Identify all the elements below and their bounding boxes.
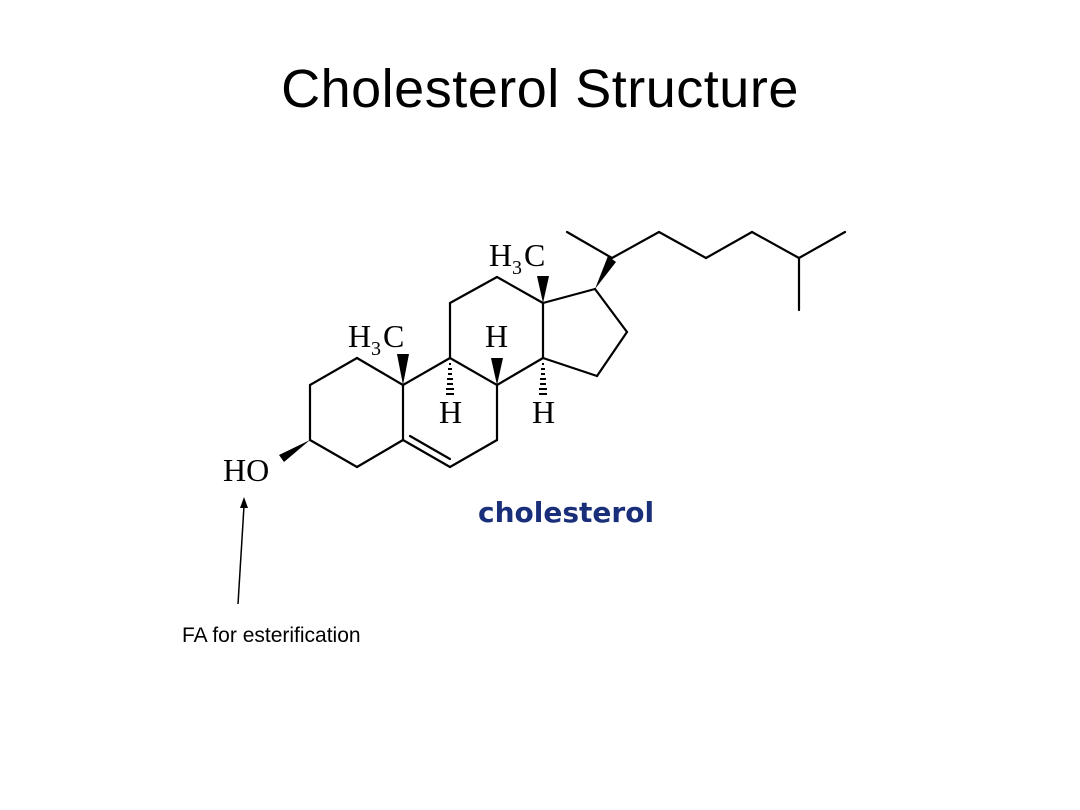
methyl-c18-subscript: 3 [512,257,522,279]
methyl-c19-subscript: 3 [371,338,381,360]
wedge-side-chain [595,256,616,289]
ring-d [541,287,629,378]
methyl-c19-c: C [383,318,404,354]
wedge-h-c8 [491,358,503,385]
hash-h-c9 [446,363,454,395]
wedge-methyl-c19 [397,354,409,385]
ring-a [308,356,405,469]
side-chain [565,230,847,312]
wedge-methyl-c18 [537,276,549,303]
wedge-ho [279,440,310,462]
annotation-arrow [237,497,248,605]
ring-c [448,275,545,387]
hashed-bonds [446,363,547,395]
methyl-c18-h: H [489,237,512,273]
ring-b [401,356,499,469]
h-c14-label: H [532,394,555,430]
methyl-c18-c: C [524,237,545,273]
compound-name-label: cholesterol [478,496,655,529]
h-c9-label: H [439,394,462,430]
h-c8-label: H [485,318,508,354]
hydroxyl-label: HO [223,452,269,488]
methyl-c19-h: H [348,318,371,354]
wedge-bonds [279,256,616,462]
hash-h-c14 [539,363,547,395]
esterification-annotation: FA for esterification [182,624,361,647]
slide-title: Cholesterol Structure [281,59,799,119]
double-bond [408,434,452,461]
